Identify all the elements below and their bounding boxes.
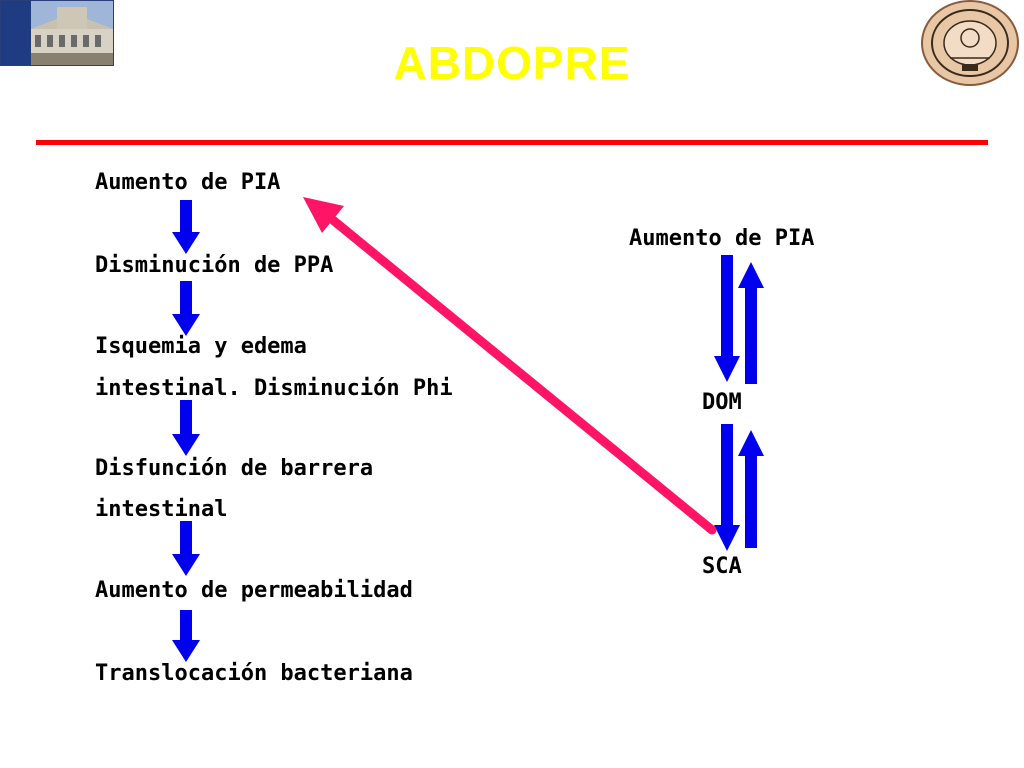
down-arrow-2 [172, 281, 200, 336]
feedback-arrow-head [303, 197, 344, 233]
cycle-sca: SCA [702, 554, 742, 579]
up-arrow-sca-dom [738, 430, 764, 548]
down-arrow-1 [172, 200, 200, 254]
step-isquemia-line1: Isquemia y edema [95, 334, 307, 359]
step-aumento-pia: Aumento de PIA [95, 170, 281, 195]
step-disfuncion-line1: Disfunción de barrera [95, 456, 374, 481]
cycle-aumento-pia: Aumento de PIA [629, 226, 815, 251]
feedback-arrow-line [323, 211, 717, 535]
up-arrow-dom-pia [738, 262, 764, 384]
faculty-medicine-seal-icon [921, 0, 1019, 86]
step-disfuncion-line2: intestinal [95, 497, 228, 522]
university-building-logo-icon [1, 1, 113, 65]
slide-title: ABDOPRE [393, 37, 631, 89]
cycle-dom: DOM [702, 390, 742, 415]
step-permeabilidad: Aumento de permeabilidad [95, 578, 413, 603]
down-arrow-dom-sca [714, 424, 740, 551]
step-translocacion: Translocación bacteriana [95, 661, 413, 686]
step-disminucion-ppa: Disminución de PPA [95, 253, 334, 278]
faculty-seal [920, 0, 1024, 86]
university-logo [0, 0, 114, 66]
down-arrow-5 [172, 610, 200, 662]
step-isquemia-line2: intestinal. Disminución Phi [95, 376, 453, 401]
down-arrow-3 [172, 400, 200, 456]
down-arrow-4 [172, 521, 200, 576]
title-underline [36, 140, 988, 145]
down-arrow-pia-dom [714, 255, 740, 382]
